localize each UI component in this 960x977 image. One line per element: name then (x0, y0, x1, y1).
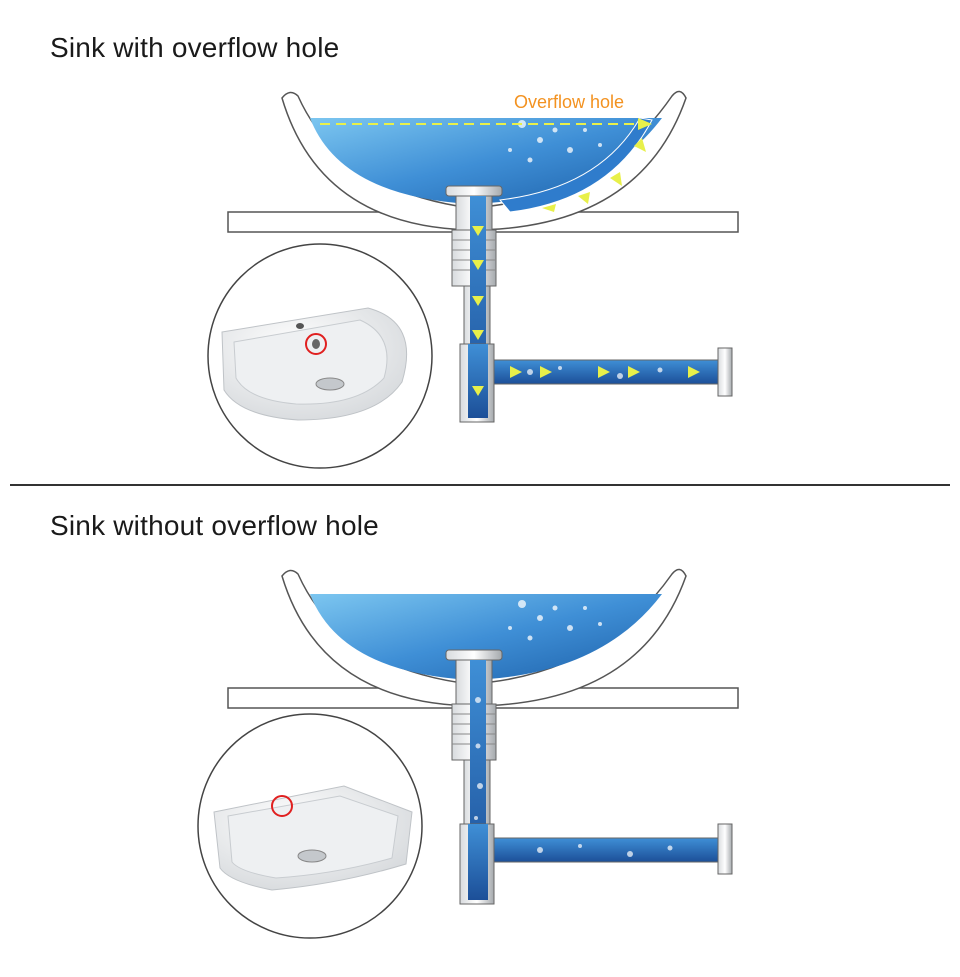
outlet-bubbles (527, 366, 663, 379)
pipe-bubbles (474, 697, 673, 857)
wall-flange (717, 347, 733, 397)
drain-cap (445, 649, 503, 661)
basin-water (310, 594, 662, 680)
trap-water (468, 824, 488, 900)
outlet-pipe (493, 837, 727, 863)
wall-flange (717, 823, 733, 875)
drain-cap (445, 185, 503, 197)
rectangular-washbasin-icon (213, 785, 413, 891)
overflow-channel (499, 117, 653, 213)
overflow-arrows (542, 138, 646, 212)
no-overflow-marker (271, 795, 293, 817)
section-title-with-overflow: Sink with overflow hole (50, 32, 340, 63)
section-title-without-overflow: Sink without overflow hole (50, 510, 379, 541)
section-divider (10, 484, 950, 486)
diagram-with-overflow: Overflow hole (207, 90, 739, 469)
water-bubbles (508, 120, 602, 163)
trap-water (468, 344, 488, 418)
diagram-without-overflow (197, 568, 739, 939)
water-bubbles (508, 600, 602, 641)
semicircle-washbasin-icon (221, 307, 408, 421)
arrow-right (638, 118, 652, 130)
overflow-marker (305, 333, 327, 355)
overflow-hole-label: Overflow hole (514, 92, 624, 112)
pipe-flow-arrows (472, 226, 700, 396)
